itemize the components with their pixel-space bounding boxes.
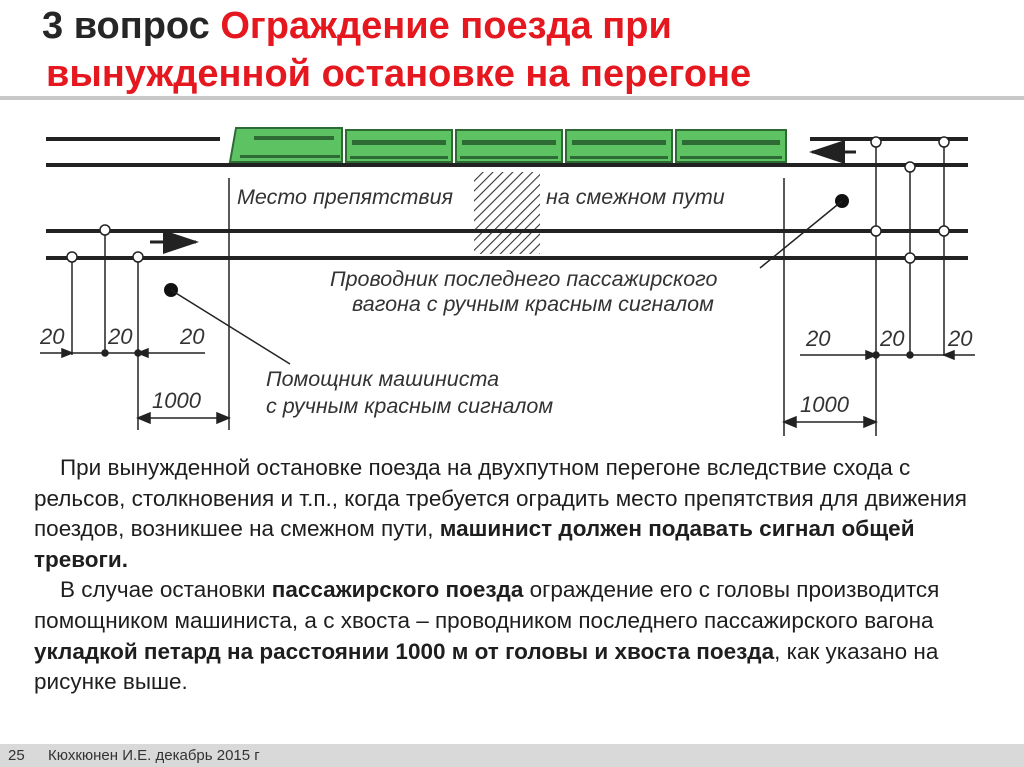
body-text: При вынужденной остановке поезда на двух… bbox=[34, 453, 994, 698]
obstacle-hatch bbox=[474, 172, 540, 254]
dim-right-1000: 1000 bbox=[800, 392, 850, 417]
dim-left-20-c: 20 bbox=[179, 324, 205, 349]
slide-footer: 25 Кюхкюнен И.Е. декабрь 2015 г bbox=[0, 744, 1024, 767]
dim-left-20-b: 20 bbox=[107, 324, 133, 349]
paragraph-1: При вынужденной остановке поезда на двух… bbox=[34, 453, 994, 575]
dim-right-20-b: 20 bbox=[879, 326, 905, 351]
label-obstacle-part-2: на смежном пути bbox=[546, 185, 725, 209]
label-conductor-line-1: Проводник последнего пассажирского bbox=[330, 267, 718, 291]
paragraph-1-text: При вынужденной остановке поезда на двух… bbox=[34, 455, 967, 542]
left-dimension-20 bbox=[40, 347, 205, 359]
paragraph-1-bold: машинист должен подавать сигнал общей тр… bbox=[34, 516, 915, 572]
paragraph-2-text-a: В случае остановки bbox=[60, 577, 272, 603]
paragraph-2-bold-1: пассажирского поезда bbox=[271, 577, 524, 603]
track-rails bbox=[46, 137, 968, 260]
right-dimension-20 bbox=[800, 349, 975, 361]
dim-left-20-a: 20 bbox=[39, 324, 65, 349]
label-assistant-line-2: с ручным красным сигналом bbox=[266, 394, 553, 418]
slide-title-area: 3 вопрос Ограждение поезда при вынужденн… bbox=[0, 0, 1024, 98]
slide-title-line-1: 3 вопрос Ограждение поезда при bbox=[42, 4, 672, 48]
paragraph-2-bold-2: укладкой петард на расстоянии 1000 м от … bbox=[34, 638, 775, 664]
right-petard-posts bbox=[783, 136, 950, 436]
label-conductor-line-2: вагона с ручным красным сигналом bbox=[352, 292, 714, 316]
label-obstacle-part-1: Место препятствия bbox=[237, 185, 454, 209]
title-main-part-2: вынужденной остановке на перегоне bbox=[46, 53, 752, 95]
title-main-part-1: Ограждение поезда при bbox=[220, 5, 672, 47]
label-assistant-line-1: Помощник машиниста bbox=[266, 367, 499, 391]
page-number: 25 bbox=[8, 747, 25, 764]
title-divider bbox=[0, 96, 1024, 100]
footer-author: Кюхкюнен И.Е. декабрь 2015 г bbox=[48, 747, 260, 764]
dim-right-20-c: 20 bbox=[947, 326, 973, 351]
conductor-leader bbox=[759, 200, 843, 269]
left-petard-posts bbox=[66, 178, 230, 430]
train-protection-diagram: 20 20 20 1000 20 20 20 1000 Место препят… bbox=[39, 127, 975, 436]
dim-right-20-a: 20 bbox=[805, 326, 831, 351]
paragraph-2-text-b: ограждение его с головы производится пом… bbox=[34, 577, 940, 633]
title-prefix: 3 вопрос bbox=[42, 5, 210, 47]
right-dimension-1000 bbox=[782, 415, 878, 429]
train bbox=[228, 127, 787, 163]
dim-left-1000: 1000 bbox=[152, 388, 202, 413]
paragraph-2-text-c: , как указано на рисунке выше. bbox=[34, 638, 939, 695]
assistant-leader bbox=[170, 289, 291, 365]
left-dimension-1000 bbox=[136, 411, 231, 425]
paragraph-2: В случае остановки пассажирского поезда … bbox=[34, 575, 994, 697]
